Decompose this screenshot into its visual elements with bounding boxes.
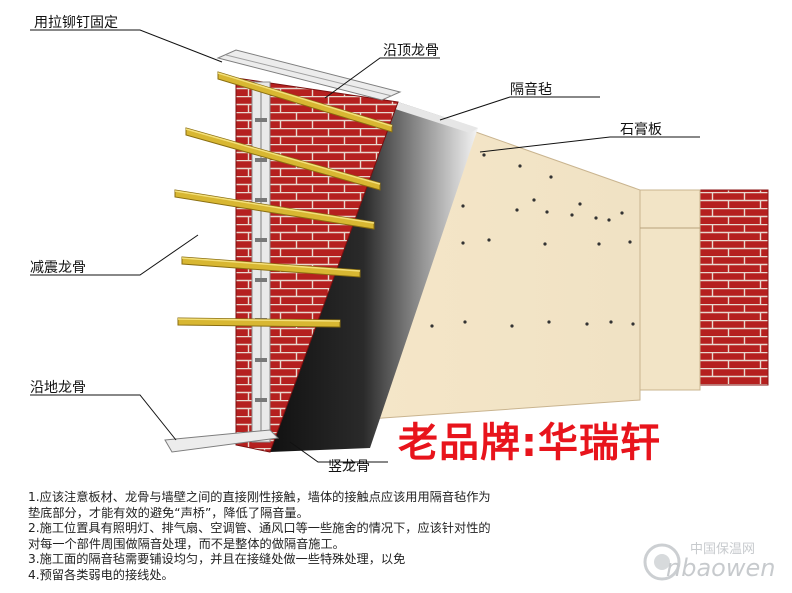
label-damping-keel: 减震龙骨 (30, 260, 86, 276)
watermark-logo-icon (643, 543, 681, 581)
vertical-keel (251, 81, 271, 443)
floor-keel (164, 429, 280, 453)
right-brick-wall (699, 189, 769, 386)
note-line: 3.施工面的隔音毡需要铺设均匀，并且在接缝处做一些特殊处理，以免 (28, 552, 406, 566)
construction-notes: 1.应该注意板材、龙骨与墙壁之间的直接刚性接触，墙体的接触点应该用用隔音毡作为 … (28, 490, 778, 583)
note-line: 2.施工位置具有照明灯、排气扇、空调管、通风口等一些施舍的情况下，应该针对性的 (28, 521, 491, 535)
label-felt: 隔音毡 (510, 82, 552, 98)
damping-keel-highlights (174, 72, 393, 322)
label-gypsum-board: 石膏板 (620, 122, 662, 138)
watermark-en: nbaowen (666, 554, 776, 582)
top-keel (216, 49, 402, 101)
label-floor-keel: 沿地龙骨 (30, 380, 86, 396)
callout-lines (30, 29, 700, 463)
brand-text: 老品牌:华瑞轩 (398, 420, 661, 466)
sound-insulation-felt (270, 102, 478, 452)
wall-cross-section-diagram (30, 29, 769, 463)
label-vertical-keel: 竖龙骨 (328, 459, 370, 475)
watermark-cn: 中国保温网 (690, 542, 756, 557)
note-line: 垫底部分，才能有效的避免“声桥”，降低了隔音量。 (28, 505, 309, 520)
label-rivet-fixing: 用拉铆钉固定 (34, 15, 118, 31)
gypsum-board (354, 129, 701, 421)
note-line: 1.应该注意板材、龙骨与墙壁之间的直接刚性接触，墙体的接触点应该用用隔音毡作为 (28, 490, 491, 504)
label-top-keel: 沿顶龙骨 (383, 43, 439, 59)
note-line: 4.预留各类弱电的接线处。 (28, 567, 174, 582)
watermark: 中国保温网 nbaowen (640, 532, 790, 590)
note-line: 对每一个部件周围做隔音处理，而不是整体的做隔音施工。 (28, 536, 345, 551)
